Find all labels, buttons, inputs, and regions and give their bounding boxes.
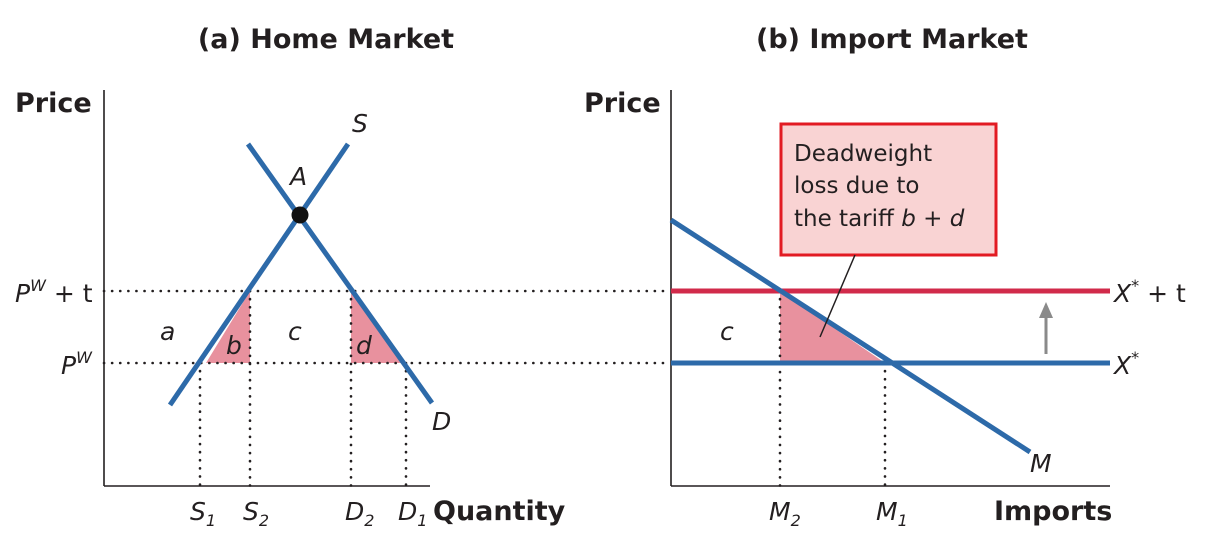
import-demand-label: M xyxy=(1030,449,1052,478)
tariff-shift-arrowhead xyxy=(1039,302,1053,318)
deadweight-callout-box xyxy=(779,122,998,257)
callout-line-3: the tariff b + d xyxy=(794,206,965,232)
export-supply-tariff-label: X* + t xyxy=(1112,276,1186,308)
world-price-label: PW xyxy=(61,348,93,380)
import-demand-curve xyxy=(669,217,1032,455)
panel-import-market: (b) Import Market Price Imports X* + t X… xyxy=(584,24,1186,530)
price-with-tariff-label: PW + t xyxy=(15,276,93,308)
tick-d1: D1 xyxy=(398,497,427,530)
demand-curve xyxy=(245,142,435,405)
panel-b-y-axis-label: Price xyxy=(584,88,661,119)
tick-s2: S2 xyxy=(243,497,269,530)
panel-b-title: (b) Import Market xyxy=(756,24,1028,55)
panel-home-market: (a) Home Market Price Quantity S D A PW … xyxy=(15,24,668,530)
tick-d2: D2 xyxy=(345,497,374,530)
tick-m2: M2 xyxy=(769,497,801,530)
panel-b-x-axis-label: Imports xyxy=(994,496,1112,527)
point-a-label: A xyxy=(288,162,307,191)
area-b-label: b xyxy=(226,331,242,360)
equilibrium-point xyxy=(291,206,309,224)
demand-label: D xyxy=(432,407,451,436)
tick-s1: S1 xyxy=(190,497,216,530)
area-d-label: d xyxy=(356,331,372,360)
supply-curve xyxy=(167,142,351,407)
area-a-label: a xyxy=(160,317,175,346)
callout-pointer-line xyxy=(819,254,856,338)
export-supply-label: X* xyxy=(1112,348,1139,380)
panel-a-y-axis-label: Price xyxy=(15,88,92,119)
area-c-label-import: c xyxy=(720,317,734,346)
panel-a-title: (a) Home Market xyxy=(198,24,454,55)
panel-a-x-axis-label: Quantity xyxy=(433,496,566,527)
tick-m1: M1 xyxy=(876,497,908,530)
area-c-label: c xyxy=(288,317,302,346)
area-b-triangle xyxy=(206,291,250,363)
callout-line-1: Deadweight xyxy=(794,141,932,167)
supply-label: S xyxy=(352,109,368,138)
callout-line-2: loss due to xyxy=(794,173,919,199)
